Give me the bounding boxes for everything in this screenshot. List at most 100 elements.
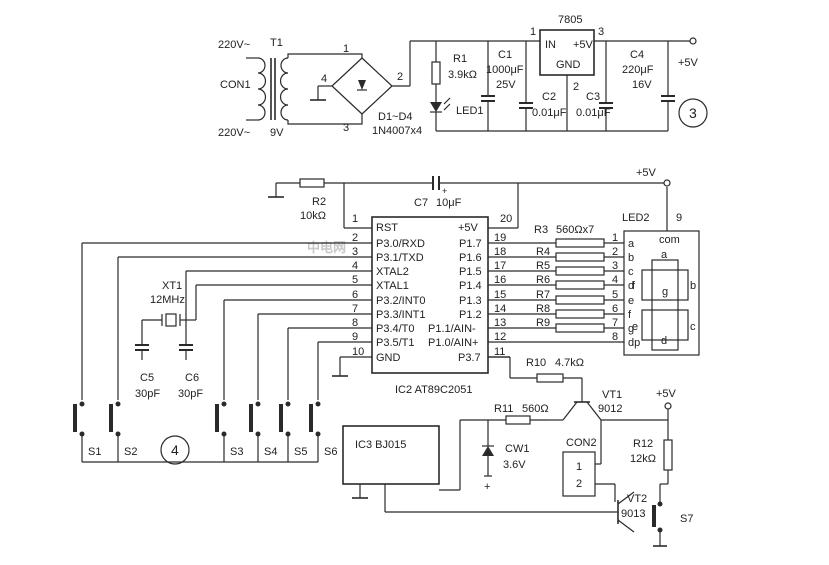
segment-pin-5: 5 xyxy=(612,289,618,301)
vt1-label: VT1 xyxy=(602,389,622,401)
ic2-pin-name-12: P1.0/AIN+ xyxy=(428,337,478,349)
ic2-pin-name-8: P3.4/T0 xyxy=(376,323,415,335)
watermark: 中电网 xyxy=(307,240,346,255)
ic2-pin-num-3: 3 xyxy=(352,246,358,258)
ic2-label: IC2 AT89C2051 xyxy=(395,384,472,396)
ic2-pin-name-9: P3.5/T1 xyxy=(376,337,415,349)
mcu-vcc-terminal xyxy=(663,179,671,187)
switch-s4-label: S4 xyxy=(264,446,277,458)
regulator-gnd: GND xyxy=(556,59,581,71)
ic2-pin-name-14: P1.2 xyxy=(459,309,482,321)
seven-segment xyxy=(641,259,689,351)
segment-pin-2: 2 xyxy=(612,246,618,258)
ic2-pin-num-9: 9 xyxy=(352,331,358,343)
r3-value: 560Ωx7 xyxy=(556,224,594,236)
regulator-label: 7805 xyxy=(558,14,582,26)
ic2-pin-num-6: 6 xyxy=(352,289,358,301)
regulator-pin3: 3 xyxy=(598,26,604,38)
switch-s3-button xyxy=(215,404,219,432)
segment-pin-6: 6 xyxy=(612,303,618,315)
segment-letter-d: d xyxy=(628,280,634,292)
ic2-pin-num-18: 18 xyxy=(494,246,506,258)
bridge-rectifier xyxy=(310,41,411,115)
xt1-freq: 12MHz xyxy=(150,294,185,306)
switch-s5-label: S5 xyxy=(294,446,307,458)
ic2-pin-name-2: P3.0/RXD xyxy=(376,238,425,250)
segment-pin-4: 4 xyxy=(612,274,618,286)
vt2-type: 9013 xyxy=(621,508,645,520)
seg-a: a xyxy=(661,249,668,261)
zener-cw1 xyxy=(482,446,494,456)
mcu-vcc-label: +5V xyxy=(636,167,657,179)
segment-letter-dp: dp xyxy=(628,337,640,349)
switch-s6-button xyxy=(309,404,313,432)
seg-c: c xyxy=(690,321,696,333)
vout-terminal xyxy=(689,37,697,45)
segment-pin-7: 7 xyxy=(612,317,618,329)
diodes-label: D1~D4 xyxy=(378,111,413,123)
c4-value: 220μF xyxy=(622,64,654,76)
output-section: R10 4.7kΩ VT1 9012 +5V R12 12kΩ R11 xyxy=(342,356,693,547)
regulator-out: +5V xyxy=(573,39,594,51)
seg-f: f xyxy=(632,280,636,292)
c3-label: C3 xyxy=(586,91,600,103)
ic2-pin-num-12: 12 xyxy=(494,331,506,343)
ic2-pin-num-17: 17 xyxy=(494,260,506,272)
segment-resistor xyxy=(555,309,605,319)
regulator-pin2: 2 xyxy=(573,81,579,93)
resistor-r2 xyxy=(299,178,325,188)
segment-pin-3: 3 xyxy=(612,260,618,272)
capacitor-c1 xyxy=(481,41,495,131)
switch-s3-label: S3 xyxy=(230,446,243,458)
connector-con2 xyxy=(562,451,596,497)
r1-value: 3.9kΩ xyxy=(448,69,477,81)
transformer-t1 xyxy=(246,53,363,125)
diodes-type: 1N4007x4 xyxy=(372,125,422,137)
resistor-label-R8: R8 xyxy=(536,303,550,315)
xt1-label: XT1 xyxy=(162,280,182,292)
bridge-node-2: 2 xyxy=(397,71,403,83)
led1 xyxy=(430,97,451,131)
ic2-pin-name-10: GND xyxy=(376,352,401,364)
output-plus: + xyxy=(484,481,490,493)
c2-label: C2 xyxy=(542,91,556,103)
vt2-label: VT2 xyxy=(627,493,647,505)
c1-label: C1 xyxy=(498,49,512,61)
bridge-node-1: 1 xyxy=(343,43,349,55)
section-3-number: 3 xyxy=(689,105,697,121)
c7-label: C7 xyxy=(414,197,428,209)
ic3-label: IC3 BJ015 xyxy=(355,439,406,451)
led2-display xyxy=(623,230,700,356)
ic2-pin-num-10: 10 xyxy=(352,346,364,358)
segment-pin-8: 8 xyxy=(612,331,618,343)
segment-letter-b: b xyxy=(628,252,634,264)
seg-b: b xyxy=(690,280,696,292)
c6-label: C6 xyxy=(185,372,199,384)
ic3-bj015 xyxy=(342,425,440,485)
ic2-pin-name-18: P1.6 xyxy=(459,252,482,264)
led1-label: LED1 xyxy=(456,105,484,117)
section-4-marker xyxy=(160,435,190,465)
resistor-label-R6: R6 xyxy=(536,274,550,286)
segment-resistor xyxy=(555,323,605,333)
segment-letter-g: g xyxy=(628,323,634,335)
r11-label: R11 xyxy=(494,403,513,415)
r12-label: R12 xyxy=(633,438,653,450)
ic2-pin-num-16: 16 xyxy=(494,274,506,286)
switch-s1-label: S1 xyxy=(88,446,101,458)
segment-resistor xyxy=(555,238,605,248)
c1-value: 1000μF xyxy=(486,64,524,76)
segment-pin-1: 1 xyxy=(612,232,618,244)
segment-resistor xyxy=(555,280,605,290)
section-4-number: 4 xyxy=(171,442,179,458)
ic2-pin-name-5: XTAL1 xyxy=(376,280,409,292)
section-3-marker xyxy=(678,98,708,128)
r12-value: 12kΩ xyxy=(630,453,656,465)
ic2-pin-name-13: P1.1/AIN- xyxy=(428,323,476,335)
resistor-r1 xyxy=(431,41,441,102)
seg-d: d xyxy=(661,335,667,347)
c4-voltage: 16V xyxy=(632,79,652,91)
